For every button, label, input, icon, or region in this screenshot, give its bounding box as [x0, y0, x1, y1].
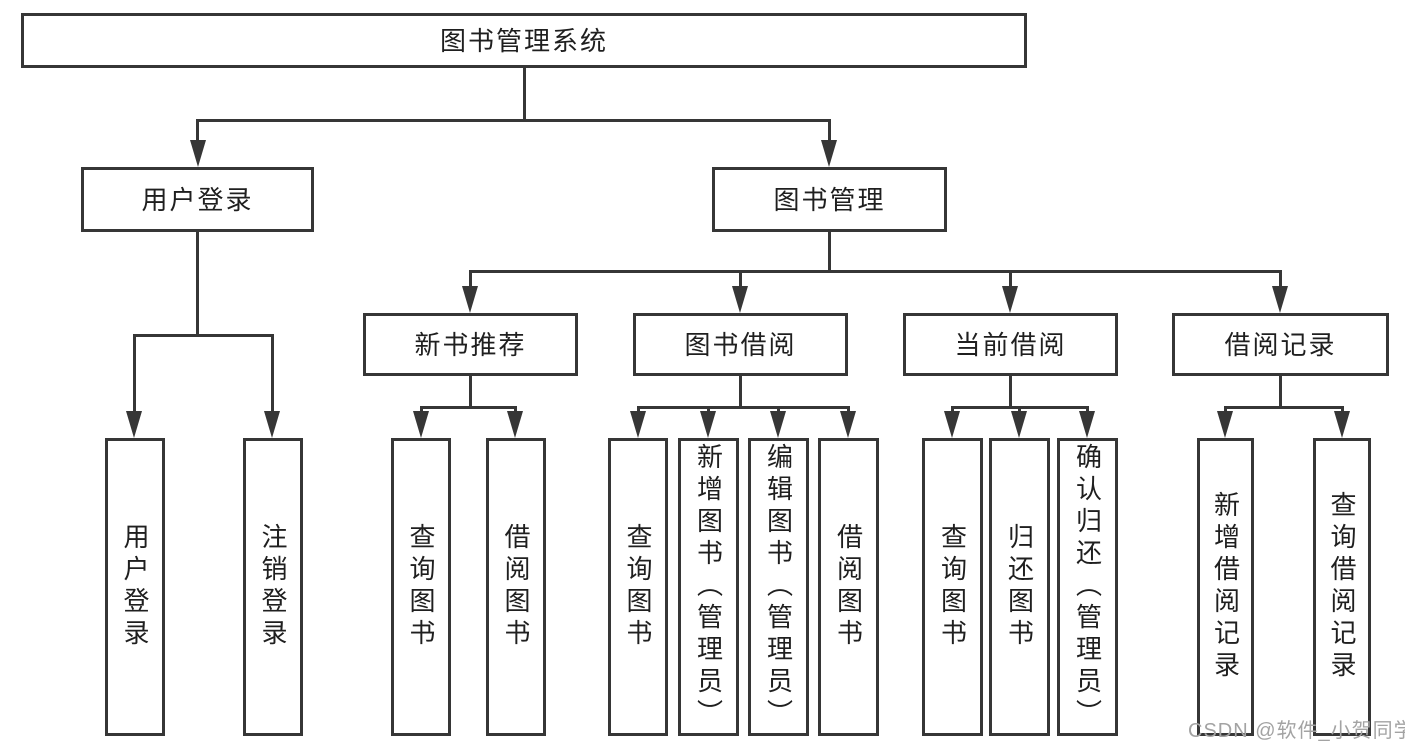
leaf-label: 注销登录 [258, 523, 288, 651]
connector-line [133, 334, 136, 422]
connector-line [828, 119, 831, 149]
arrow-down-icon [1011, 411, 1027, 438]
arrow-down-icon [630, 411, 646, 438]
node-current-borrowing: 当前借阅 [903, 313, 1118, 376]
leaf-return-books: 归还图书 [989, 438, 1050, 736]
leaf-label: 查询图书 [406, 523, 436, 651]
arrow-down-icon [821, 140, 837, 167]
node-label: 用户登录 [141, 184, 254, 215]
arrow-down-icon [190, 140, 206, 167]
node-label: 图书管理 [773, 184, 886, 215]
arrow-down-icon [1217, 411, 1233, 438]
connector-line [420, 406, 517, 409]
leaf-borrow-books-recommend: 借阅图书 [486, 438, 546, 736]
node-label: 借阅记录 [1224, 329, 1337, 360]
connector-line [1279, 270, 1282, 292]
arrow-down-icon [700, 411, 716, 438]
leaf-add-book-admin: 新增图书（管理员） [678, 438, 739, 736]
arrow-down-icon [264, 411, 280, 438]
leaf-logout: 注销登录 [243, 438, 303, 736]
node-borrowing-records: 借阅记录 [1172, 313, 1389, 376]
leaf-label: 新增图书（管理员） [693, 443, 724, 731]
connector-line [133, 334, 274, 337]
arrow-down-icon [462, 286, 478, 313]
connector-line [469, 270, 472, 292]
node-book-borrowing: 图书借阅 [633, 313, 848, 376]
leaf-label: 借阅图书 [833, 523, 864, 651]
connector-line [828, 231, 831, 272]
node-library-system: 图书管理系统 [21, 13, 1027, 68]
node-user-login: 用户登录 [81, 167, 314, 232]
leaf-add-borrow-record: 新增借阅记录 [1197, 438, 1254, 736]
arrow-down-icon [1002, 286, 1018, 313]
leaf-label: 查询借阅记录 [1327, 491, 1357, 683]
connector-line [1279, 375, 1282, 408]
arrow-down-icon [944, 411, 960, 438]
leaf-user-login: 用户登录 [105, 438, 165, 736]
leaf-label: 确认归还（管理员） [1072, 443, 1103, 731]
watermark: CSDN @软件_小贺同学 [1188, 720, 1405, 742]
arrow-down-icon [732, 286, 748, 313]
connector-line [196, 119, 831, 122]
arrow-down-icon [770, 411, 786, 438]
connector-line [637, 406, 849, 409]
leaf-label: 借阅图书 [501, 523, 531, 651]
arrow-down-icon [1272, 286, 1288, 313]
connector-line [271, 334, 274, 422]
node-book-management: 图书管理 [712, 167, 947, 232]
connector-line [196, 119, 199, 149]
connector-line [1009, 270, 1012, 292]
connector-line [469, 375, 472, 408]
leaf-label: 归还图书 [1004, 523, 1035, 651]
connector-line [739, 270, 742, 292]
connector-line [1224, 406, 1344, 409]
leaf-edit-book-admin: 编辑图书（管理员） [748, 438, 809, 736]
arrow-down-icon [840, 411, 856, 438]
leaf-label: 编辑图书（管理员） [763, 443, 794, 731]
leaf-query-borrow-record: 查询借阅记录 [1313, 438, 1371, 736]
arrow-down-icon [413, 411, 429, 438]
node-new-book-recommend: 新书推荐 [363, 313, 578, 376]
leaf-label: 查询图书 [937, 523, 968, 651]
leaf-label: 用户登录 [120, 523, 150, 651]
arrow-down-icon [1079, 411, 1095, 438]
connector-line [523, 67, 526, 120]
arrow-down-icon [1334, 411, 1350, 438]
connector-line [469, 270, 1282, 273]
leaf-confirm-return-admin: 确认归还（管理员） [1057, 438, 1118, 736]
node-label: 当前借阅 [954, 329, 1067, 360]
node-label: 图书管理系统 [439, 25, 608, 56]
connector-line [1009, 375, 1012, 408]
arrow-down-icon [126, 411, 142, 438]
connector-line [739, 375, 742, 408]
connector-line [196, 231, 199, 336]
leaf-query-books-current: 查询图书 [922, 438, 983, 736]
leaf-borrow-books-borrowing: 借阅图书 [818, 438, 879, 736]
node-label: 图书借阅 [684, 329, 797, 360]
node-label: 新书推荐 [414, 329, 527, 360]
leaf-label: 新增借阅记录 [1210, 491, 1241, 683]
leaf-query-books-borrowing: 查询图书 [608, 438, 668, 736]
leaf-query-books-recommend: 查询图书 [391, 438, 451, 736]
leaf-label: 查询图书 [623, 523, 653, 651]
arrow-down-icon [507, 411, 523, 438]
